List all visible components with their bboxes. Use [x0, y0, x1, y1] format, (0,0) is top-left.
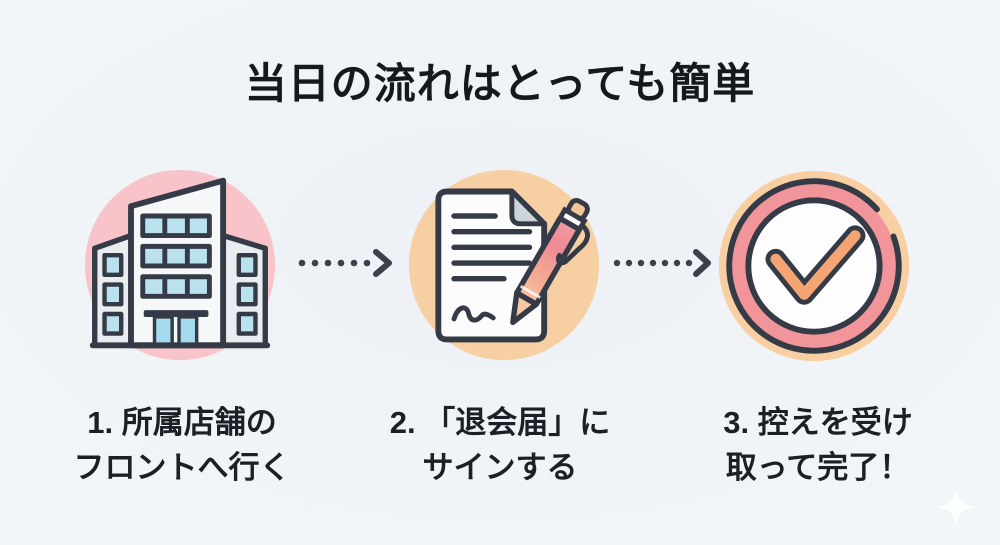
step1-icon-wrap	[82, 167, 278, 363]
document-pen-icon	[406, 167, 602, 363]
step2-icon-wrap	[406, 167, 602, 363]
step2-label: 2. 「退会届」に サインする	[330, 401, 670, 491]
step3-label: 3. 控えを受け 取って完了！	[648, 401, 988, 491]
step2-label-line2: サインする	[422, 449, 578, 485]
page-title: 当日の流れはとっても簡単	[244, 60, 756, 107]
step1-label-line2: フロントへ行く	[73, 449, 291, 485]
step1-label: 1. 所属店舗の フロントへ行く	[12, 401, 352, 491]
dotted-arrow-icon	[294, 247, 394, 279]
step3-label-line1: 3. 控えを受け	[723, 405, 913, 440]
step2-label-line1: 2. 「退会届」に	[389, 405, 611, 440]
dotted-arrow-icon	[612, 247, 712, 279]
step1-label-line1: 1. 所属店舗の	[87, 405, 277, 440]
check-badge-icon	[716, 168, 912, 364]
sparkle-icon	[936, 487, 976, 527]
building-icon	[82, 167, 278, 363]
step3-label-line2: 取って完了！	[725, 449, 911, 485]
step3-icon-wrap	[716, 168, 912, 364]
